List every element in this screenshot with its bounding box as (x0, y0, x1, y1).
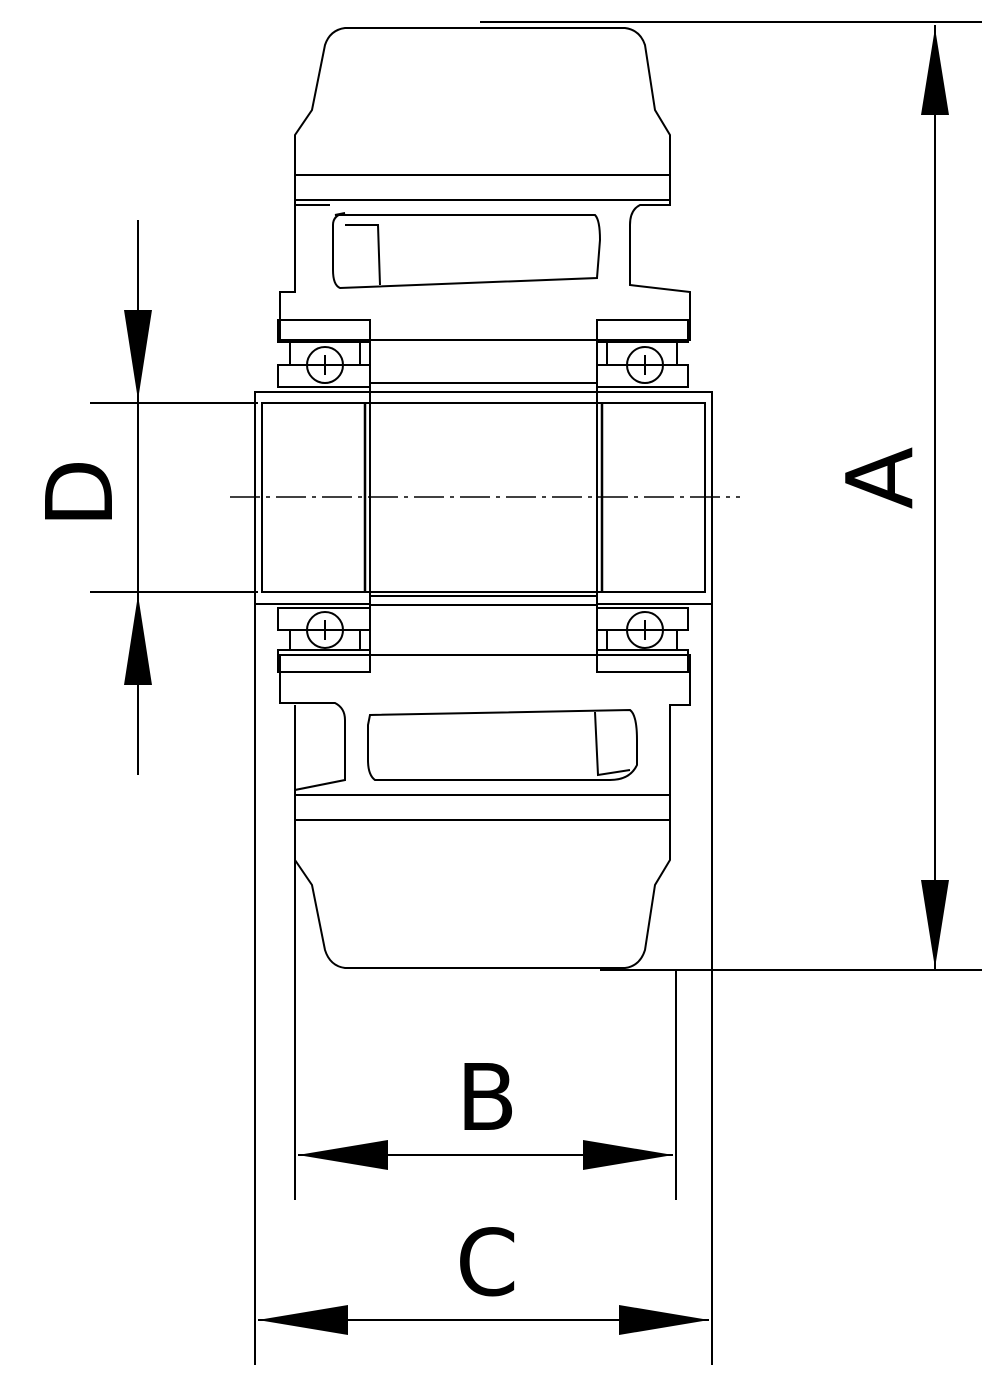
hub-web-bottom (279, 654, 691, 796)
bearing-bottom-left (277, 607, 371, 673)
bearing-top-left (277, 319, 371, 388)
dimension-d: D (27, 220, 258, 775)
hub-web-top (279, 199, 691, 341)
dimension-a-label: A (827, 446, 934, 509)
bearing-top-right (596, 319, 689, 388)
axle (254, 391, 713, 605)
tire-bottom (294, 819, 671, 969)
dimension-c-label: C (455, 1210, 519, 1317)
bearing-bottom-right (596, 607, 689, 673)
rim-top (294, 174, 671, 201)
rim-bottom (294, 794, 671, 821)
spacer-bottom (369, 595, 598, 606)
dimension-c: C (254, 604, 713, 1365)
spacer-top (369, 382, 598, 393)
dimension-b-label: B (455, 1045, 518, 1152)
dimension-b: B (294, 860, 677, 1200)
tire-top (294, 27, 671, 176)
dimension-a: A (480, 21, 982, 971)
dimension-d-label: D (27, 458, 134, 529)
